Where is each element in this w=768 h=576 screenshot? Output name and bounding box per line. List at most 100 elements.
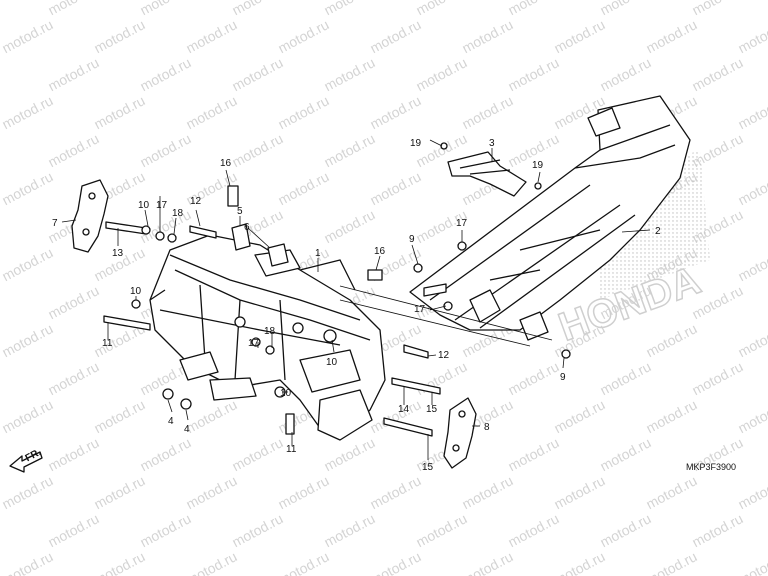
callout-17d: 17 [456, 218, 468, 229]
callout-11a: 11 [102, 338, 113, 349]
watermark-text: motod.ru [367, 16, 423, 56]
plate-part-7[interactable] [71, 179, 109, 253]
watermark-text: motod.ru [735, 472, 768, 512]
callout-10b: 10 [130, 286, 142, 297]
callout-11b: 11 [286, 444, 297, 455]
watermark-text: motod.ru [643, 548, 699, 576]
watermark-text: motod.ru [137, 0, 193, 18]
watermark-text: motod.ru [45, 358, 101, 398]
watermark-text: motod.ru [275, 472, 331, 512]
watermark-text: motod.ru [137, 54, 193, 94]
callout-15b: 15 [422, 462, 434, 473]
watermark-text: motod.ru [597, 54, 653, 94]
watermark-text: motod.ru [0, 320, 56, 360]
watermark-text: motod.ru [229, 130, 285, 170]
watermark-text: motod.ru [321, 510, 377, 550]
rear-subframe[interactable] [409, 95, 691, 341]
watermark-text: motod.ru [183, 16, 239, 56]
watermark-text: motod.ru [459, 472, 515, 512]
callout-4b: 4 [184, 424, 190, 435]
callout-9a: 9 [409, 234, 415, 245]
watermark-text: motod.ru [275, 16, 331, 56]
callout-5: 5 [237, 206, 243, 217]
watermark-text: motod.ru [413, 358, 469, 398]
callout-2: 2 [655, 226, 661, 237]
watermark-text: motod.ru [735, 16, 768, 56]
watermark-text: motod.ru [505, 510, 561, 550]
watermark-text: motod.ru [45, 282, 101, 322]
watermark-text: motod.ru [45, 54, 101, 94]
watermark-text: motod.ru [137, 130, 193, 170]
callout-7: 7 [52, 218, 58, 229]
watermark-text: motod.ru [321, 54, 377, 94]
watermark-text: motod.ru [643, 472, 699, 512]
watermark-text: motod.ru [0, 472, 56, 512]
watermark-text: motod.ru [91, 92, 147, 132]
watermark-text: motod.ru [505, 0, 561, 18]
front-label: FR. [24, 447, 44, 464]
watermark-text: motod.ru [735, 168, 768, 208]
callout-18b: 18 [264, 326, 276, 337]
watermark-text: motod.ru [91, 396, 147, 436]
spacer-part-6[interactable] [267, 243, 289, 267]
callout-12b: 12 [438, 350, 450, 361]
collar-part-5[interactable] [231, 223, 251, 251]
front-direction-marker: FR. [9, 447, 44, 473]
watermark-text: motod.ru [459, 16, 515, 56]
diagram-code: MKP3F3900 [686, 462, 736, 472]
watermark-text: motod.ru [367, 472, 423, 512]
callout-19a: 19 [410, 138, 422, 149]
watermark-text: motod.ru [735, 92, 768, 132]
watermark-text: motod.ru [275, 168, 331, 208]
fasteners [103, 142, 571, 437]
watermark-text: motod.ru [735, 244, 768, 284]
watermark-text: motod.ru [551, 396, 607, 436]
watermark-text: motod.ru [229, 434, 285, 474]
watermark-text: motod.ru [551, 548, 607, 576]
watermark-text: motod.ru [505, 358, 561, 398]
watermark-text: motod.ru [413, 54, 469, 94]
watermark-text: motod.ru [183, 548, 239, 576]
callout-16a: 16 [220, 158, 232, 169]
callout-17b: 17 [248, 338, 260, 349]
callout-3: 3 [489, 138, 495, 149]
callout-9b: 9 [560, 372, 566, 383]
watermark-text: motod.ru [229, 510, 285, 550]
watermark-text: motod.ru [735, 320, 768, 360]
watermark-text: motod.ru [459, 92, 515, 132]
watermark-text: motod.ru [45, 434, 101, 474]
watermark-text: motod.ru [0, 16, 56, 56]
plate-part-8[interactable] [443, 397, 477, 469]
leader-lines [61, 139, 651, 460]
watermark-text: motod.ru [597, 510, 653, 550]
watermark-text: motod.ru [505, 434, 561, 474]
watermark-text: motod.ru [183, 92, 239, 132]
watermark-text: motod.ru [735, 548, 768, 576]
watermark-text: motod.ru [413, 0, 469, 18]
watermark-text: motod.ru [367, 168, 423, 208]
callout-14: 14 [398, 404, 410, 415]
callout-6: 6 [244, 222, 250, 233]
watermark-text: motod.ru [459, 548, 515, 576]
watermark-text: motod.ru [137, 510, 193, 550]
watermark-text: motod.ru [229, 0, 285, 18]
watermark-text: motod.ru [45, 0, 101, 18]
watermark-text: motod.ru [0, 548, 56, 576]
watermark-text: motod.ru [689, 358, 745, 398]
watermark-text: motod.ru [91, 472, 147, 512]
watermark-text: motod.ru [321, 206, 377, 246]
watermark-text: motod.ru [0, 396, 56, 436]
watermark-text: motod.ru [689, 0, 745, 18]
watermark-text: motod.ru [183, 396, 239, 436]
watermark-text: motod.ru [597, 358, 653, 398]
callout-19b: 19 [532, 160, 544, 171]
watermark-text: motod.ru [367, 548, 423, 576]
callout-18a: 18 [172, 208, 184, 219]
watermark-text: motod.ru [137, 434, 193, 474]
main-frame[interactable] [149, 234, 386, 441]
watermark-text: motod.ru [0, 168, 56, 208]
callout-8: 8 [484, 422, 490, 433]
callout-15a: 15 [426, 404, 438, 415]
watermark-text: motod.ru [321, 130, 377, 170]
